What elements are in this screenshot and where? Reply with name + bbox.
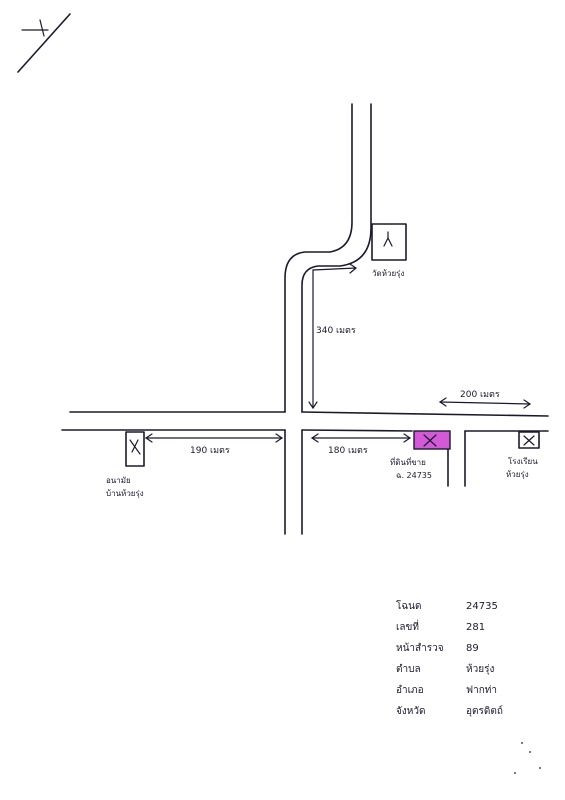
deed-row: หน้าสำรวจ 89 (396, 638, 536, 659)
deed-value: ห้วยรุ่ง (466, 664, 495, 675)
temple-label: วัดห้วยรุ่ง (372, 269, 404, 278)
stray-marks (514, 742, 541, 774)
school-label-1: โรงเรียน (508, 456, 538, 466)
deed-label: โฉนด (396, 601, 422, 612)
south-road (284, 429, 303, 535)
deed-label: จังหวัด (396, 706, 426, 717)
clinic-landmark: อนามัย บ้านห้วยรุ่ง (106, 431, 145, 498)
west-distance: 190 เมตร (144, 433, 284, 456)
east-distance: 200 เมตร (438, 390, 532, 409)
deed-label: ตำบล (396, 664, 421, 675)
deed-row: โฉนด 24735 (396, 596, 536, 617)
deed-label: หน้าสำรวจ (396, 643, 444, 654)
west-distance-label: 190 เมตร (190, 446, 230, 456)
deed-label: เลขที่ (396, 622, 419, 633)
temple-landmark: วัดห้วยรุ่ง (371, 223, 407, 278)
clinic-label-1: อนามัย (106, 476, 131, 485)
site-distance: 180 เมตร (310, 433, 412, 456)
deed-info: โฉนด 24735 เลขที่ 281 หน้าสำรวจ 89 ตำบล … (396, 596, 536, 722)
deed-row: จังหวัด อุตรดิตถ์ (396, 701, 536, 722)
deed-value: 281 (466, 622, 486, 633)
clinic-label-2: บ้านห้วยรุ่ง (106, 489, 144, 498)
deed-value: ฟากท่า (466, 685, 497, 696)
deed-value: 24735 (466, 601, 498, 612)
site-distance-label: 180 เมตร (328, 446, 368, 456)
deed-row: อำเภอ ฟากท่า (396, 680, 536, 701)
deed-row: เลขที่ 281 (396, 617, 536, 638)
north-distance-label: 340 เมตร (316, 326, 356, 336)
site-label-1: ที่ดินที่ขาย (390, 456, 426, 467)
east-distance-label: 200 เมตร (460, 390, 500, 400)
corner-scribble (17, 13, 71, 73)
site-label-2: ฉ. 24735 (396, 471, 432, 480)
main-road (61, 411, 549, 432)
deed-label: อำเภอ (396, 685, 424, 696)
school-landmark: โรงเรียน ห้วยรุ่ง (506, 431, 540, 479)
north-distance: 340 เมตร (308, 263, 358, 410)
north-road (284, 103, 372, 413)
deed-value: อุตรดิตถ์ (466, 706, 503, 717)
deed-row: ตำบล ห้วยรุ่ง (396, 659, 536, 680)
school-label-2: ห้วยรุ่ง (506, 470, 529, 479)
deed-value: 89 (466, 643, 479, 654)
land-site: ที่ดินที่ขาย ฉ. 24735 (390, 430, 451, 480)
